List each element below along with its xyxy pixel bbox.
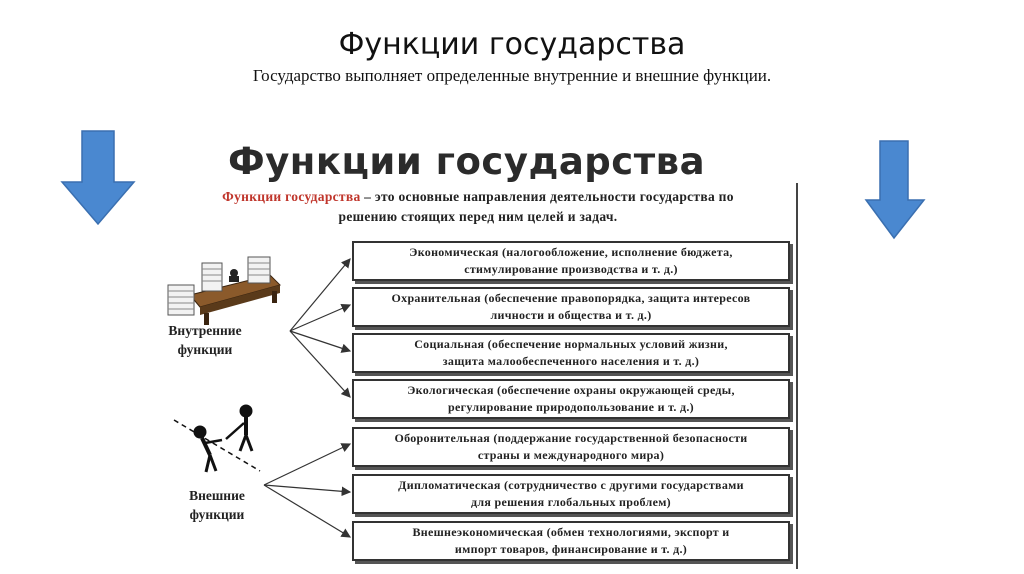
arrow-external-1: [264, 444, 350, 485]
functions-diagram: Функции государства Функции государства …: [160, 135, 800, 574]
external-functions-label: Внешние функции: [172, 486, 262, 524]
arrow-external-2: [264, 485, 350, 492]
arrow-internal-1: [290, 259, 350, 331]
arrow-internal-2: [290, 305, 350, 331]
slide-title: Функции государства: [0, 27, 1024, 62]
slide-subtitle: Государство выполняет определенные внутр…: [0, 66, 1024, 86]
function-box-protective: Охранительная (обеспечение правопорядка,…: [352, 287, 790, 327]
arrow-external-3: [264, 485, 350, 537]
function-box-economic: Экономическая (налогообложение, исполнен…: [352, 241, 790, 281]
function-box-diplomatic: Дипломатическая (сотрудничество с другим…: [352, 474, 790, 514]
desk-papers-icon: [168, 257, 280, 325]
function-box-foreign-economic: Внешнеэкономическая (обмен технологиями,…: [352, 521, 790, 561]
handshake-figures-icon: [174, 405, 260, 472]
down-arrow-left-icon: [60, 130, 136, 226]
down-arrow-right-icon: [864, 140, 926, 240]
function-box-ecological: Экологическая (обеспечение охраны окружа…: [352, 379, 790, 419]
internal-functions-label: Внутренние функции: [160, 321, 250, 359]
function-box-defense: Оборонительная (поддержание государствен…: [352, 427, 790, 467]
function-box-social: Социальная (обеспечение нормальных услов…: [352, 333, 790, 373]
